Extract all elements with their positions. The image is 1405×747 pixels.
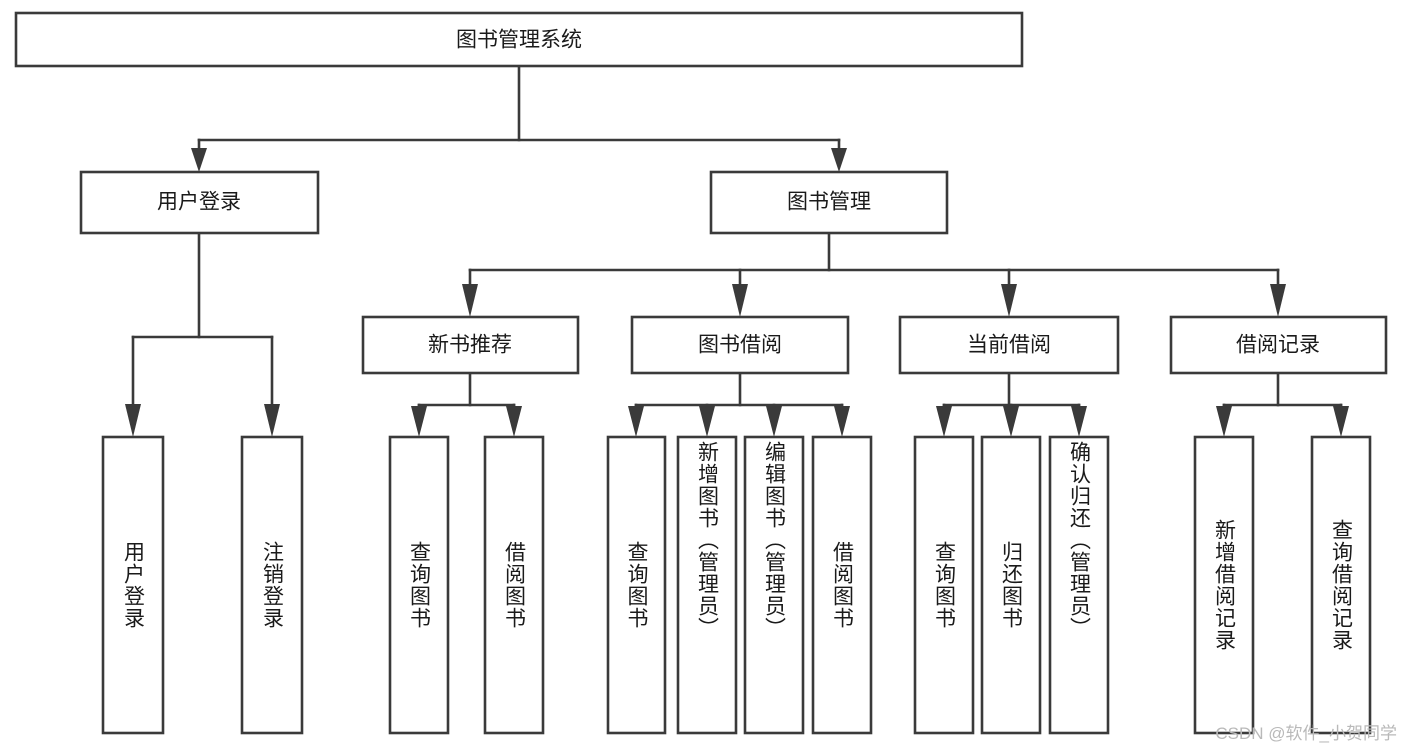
node-label-user-login: 用户登录: [157, 191, 241, 214]
arrow-head-leaf-6: [699, 406, 715, 437]
node-box-leaf-13[interactable]: [1310, 435, 1372, 735]
node-box-leaf-11[interactable]: [1048, 435, 1110, 735]
arrow-head-leaf-3: [411, 406, 427, 437]
connector-group-borrow-record: [1216, 371, 1349, 437]
node-box-leaf-7[interactable]: [743, 435, 805, 735]
node-label-new-book-recommend: 新书推荐: [428, 334, 512, 357]
node-label-leaf-11: 确认归还（管理员）: [1067, 441, 1091, 639]
arrow-head-leaf-4: [506, 406, 522, 437]
node-box-user-login[interactable]: [79, 170, 320, 235]
arrow-head-book-management: [831, 148, 847, 172]
node-label-leaf-2: 注销登录: [260, 541, 284, 629]
leaf-8-label-wrap: 借阅图书: [813, 437, 871, 733]
arrow-head-leaf-2: [264, 404, 280, 437]
leaf-11-label-wrap: 确认归还（管理员）: [1050, 441, 1108, 733]
node-label-book-management: 图书管理: [787, 191, 871, 214]
arrow-head-leaf-7: [766, 406, 782, 437]
arrow-head-leaf-13: [1333, 406, 1349, 437]
node-label-leaf-6: 新增图书（管理员）: [695, 441, 719, 639]
arrow-head-leaf-5: [628, 406, 644, 437]
leaf-12-label-wrap: 新增借阅记录: [1195, 437, 1253, 733]
connector-group-book-borrow: [628, 371, 850, 437]
node-box-leaf-1[interactable]: [101, 435, 165, 735]
node-label-leaf-12: 新增借阅记录: [1212, 519, 1236, 651]
node-label-leaf-8: 借阅图书: [830, 541, 854, 629]
node-box-root[interactable]: [14, 11, 1024, 68]
leaf-6-label-wrap: 新增图书（管理员）: [678, 441, 736, 733]
arrow-head-leaf-8: [834, 406, 850, 437]
leaf-2-label-wrap: 注销登录: [242, 437, 302, 733]
connector-group-current-borrow: [936, 371, 1087, 437]
node-box-leaf-5[interactable]: [606, 435, 667, 735]
leaf-4-label-wrap: 借阅图书: [485, 437, 543, 733]
node-box-book-management[interactable]: [709, 170, 949, 235]
node-label-leaf-7: 编辑图书（管理员）: [762, 441, 786, 639]
leaf-9-label-wrap: 查询图书: [915, 437, 973, 733]
arrow-head-borrow-record: [1270, 284, 1286, 317]
node-label-leaf-4: 借阅图书: [502, 541, 526, 629]
node-label-root: 图书管理系统: [456, 29, 582, 52]
node-label-current-borrow: 当前借阅: [967, 334, 1051, 357]
node-label-leaf-10: 归还图书: [999, 541, 1023, 629]
leaf-7-label-wrap: 编辑图书（管理员）: [745, 441, 803, 733]
leaf-1-label-wrap: 用户登录: [103, 437, 163, 733]
node-box-new-book-recommend[interactable]: [361, 315, 580, 375]
node-box-leaf-4[interactable]: [483, 435, 545, 735]
connector-group-book-management: [462, 231, 1286, 317]
arrow-head-new-book-recommend: [462, 284, 478, 317]
arrow-head-leaf-12: [1216, 406, 1232, 437]
node-label-leaf-5: 查询图书: [625, 541, 648, 629]
node-label-book-borrow: 图书借阅: [698, 334, 782, 357]
node-box-borrow-record[interactable]: [1169, 315, 1388, 375]
node-label-leaf-13: 查询借阅记录: [1329, 519, 1353, 651]
connector-group-new-book-recommend: [411, 371, 522, 437]
leaf-5-label-wrap: 查询图书: [608, 437, 665, 733]
node-box-leaf-10[interactable]: [980, 435, 1042, 735]
node-box-leaf-12[interactable]: [1193, 435, 1255, 735]
connector-group-user-login: [125, 231, 280, 437]
node-label-leaf-9: 查询图书: [932, 541, 956, 629]
arrow-head-current-borrow: [1001, 284, 1017, 317]
connector-group-root: [191, 64, 847, 172]
arrow-head-book-borrow: [732, 284, 748, 317]
arrow-head-user-login: [191, 148, 207, 172]
arrow-head-leaf-10: [1003, 406, 1019, 437]
node-box-leaf-2[interactable]: [240, 435, 304, 735]
node-label-borrow-record: 借阅记录: [1236, 334, 1320, 357]
leaf-3-label-wrap: 查询图书: [390, 437, 448, 733]
node-box-leaf-6[interactable]: [676, 435, 738, 735]
node-box-leaf-9[interactable]: [913, 435, 975, 735]
node-box-book-borrow[interactable]: [630, 315, 850, 375]
node-label-leaf-1: 用户登录: [121, 541, 145, 629]
node-box-leaf-8[interactable]: [811, 435, 873, 735]
arrow-head-leaf-1: [125, 404, 141, 437]
node-box-leaf-3[interactable]: [388, 435, 450, 735]
csdn-watermark: CSDN @软件_小贺同学: [1215, 724, 1397, 743]
arrow-head-leaf-9: [936, 406, 952, 437]
leaf-10-label-wrap: 归还图书: [982, 437, 1040, 733]
leaf-13-label-wrap: 查询借阅记录: [1312, 437, 1370, 733]
node-label-leaf-3: 查询图书: [407, 541, 431, 629]
node-box-current-borrow[interactable]: [898, 315, 1120, 375]
arrow-head-leaf-11: [1071, 406, 1087, 437]
